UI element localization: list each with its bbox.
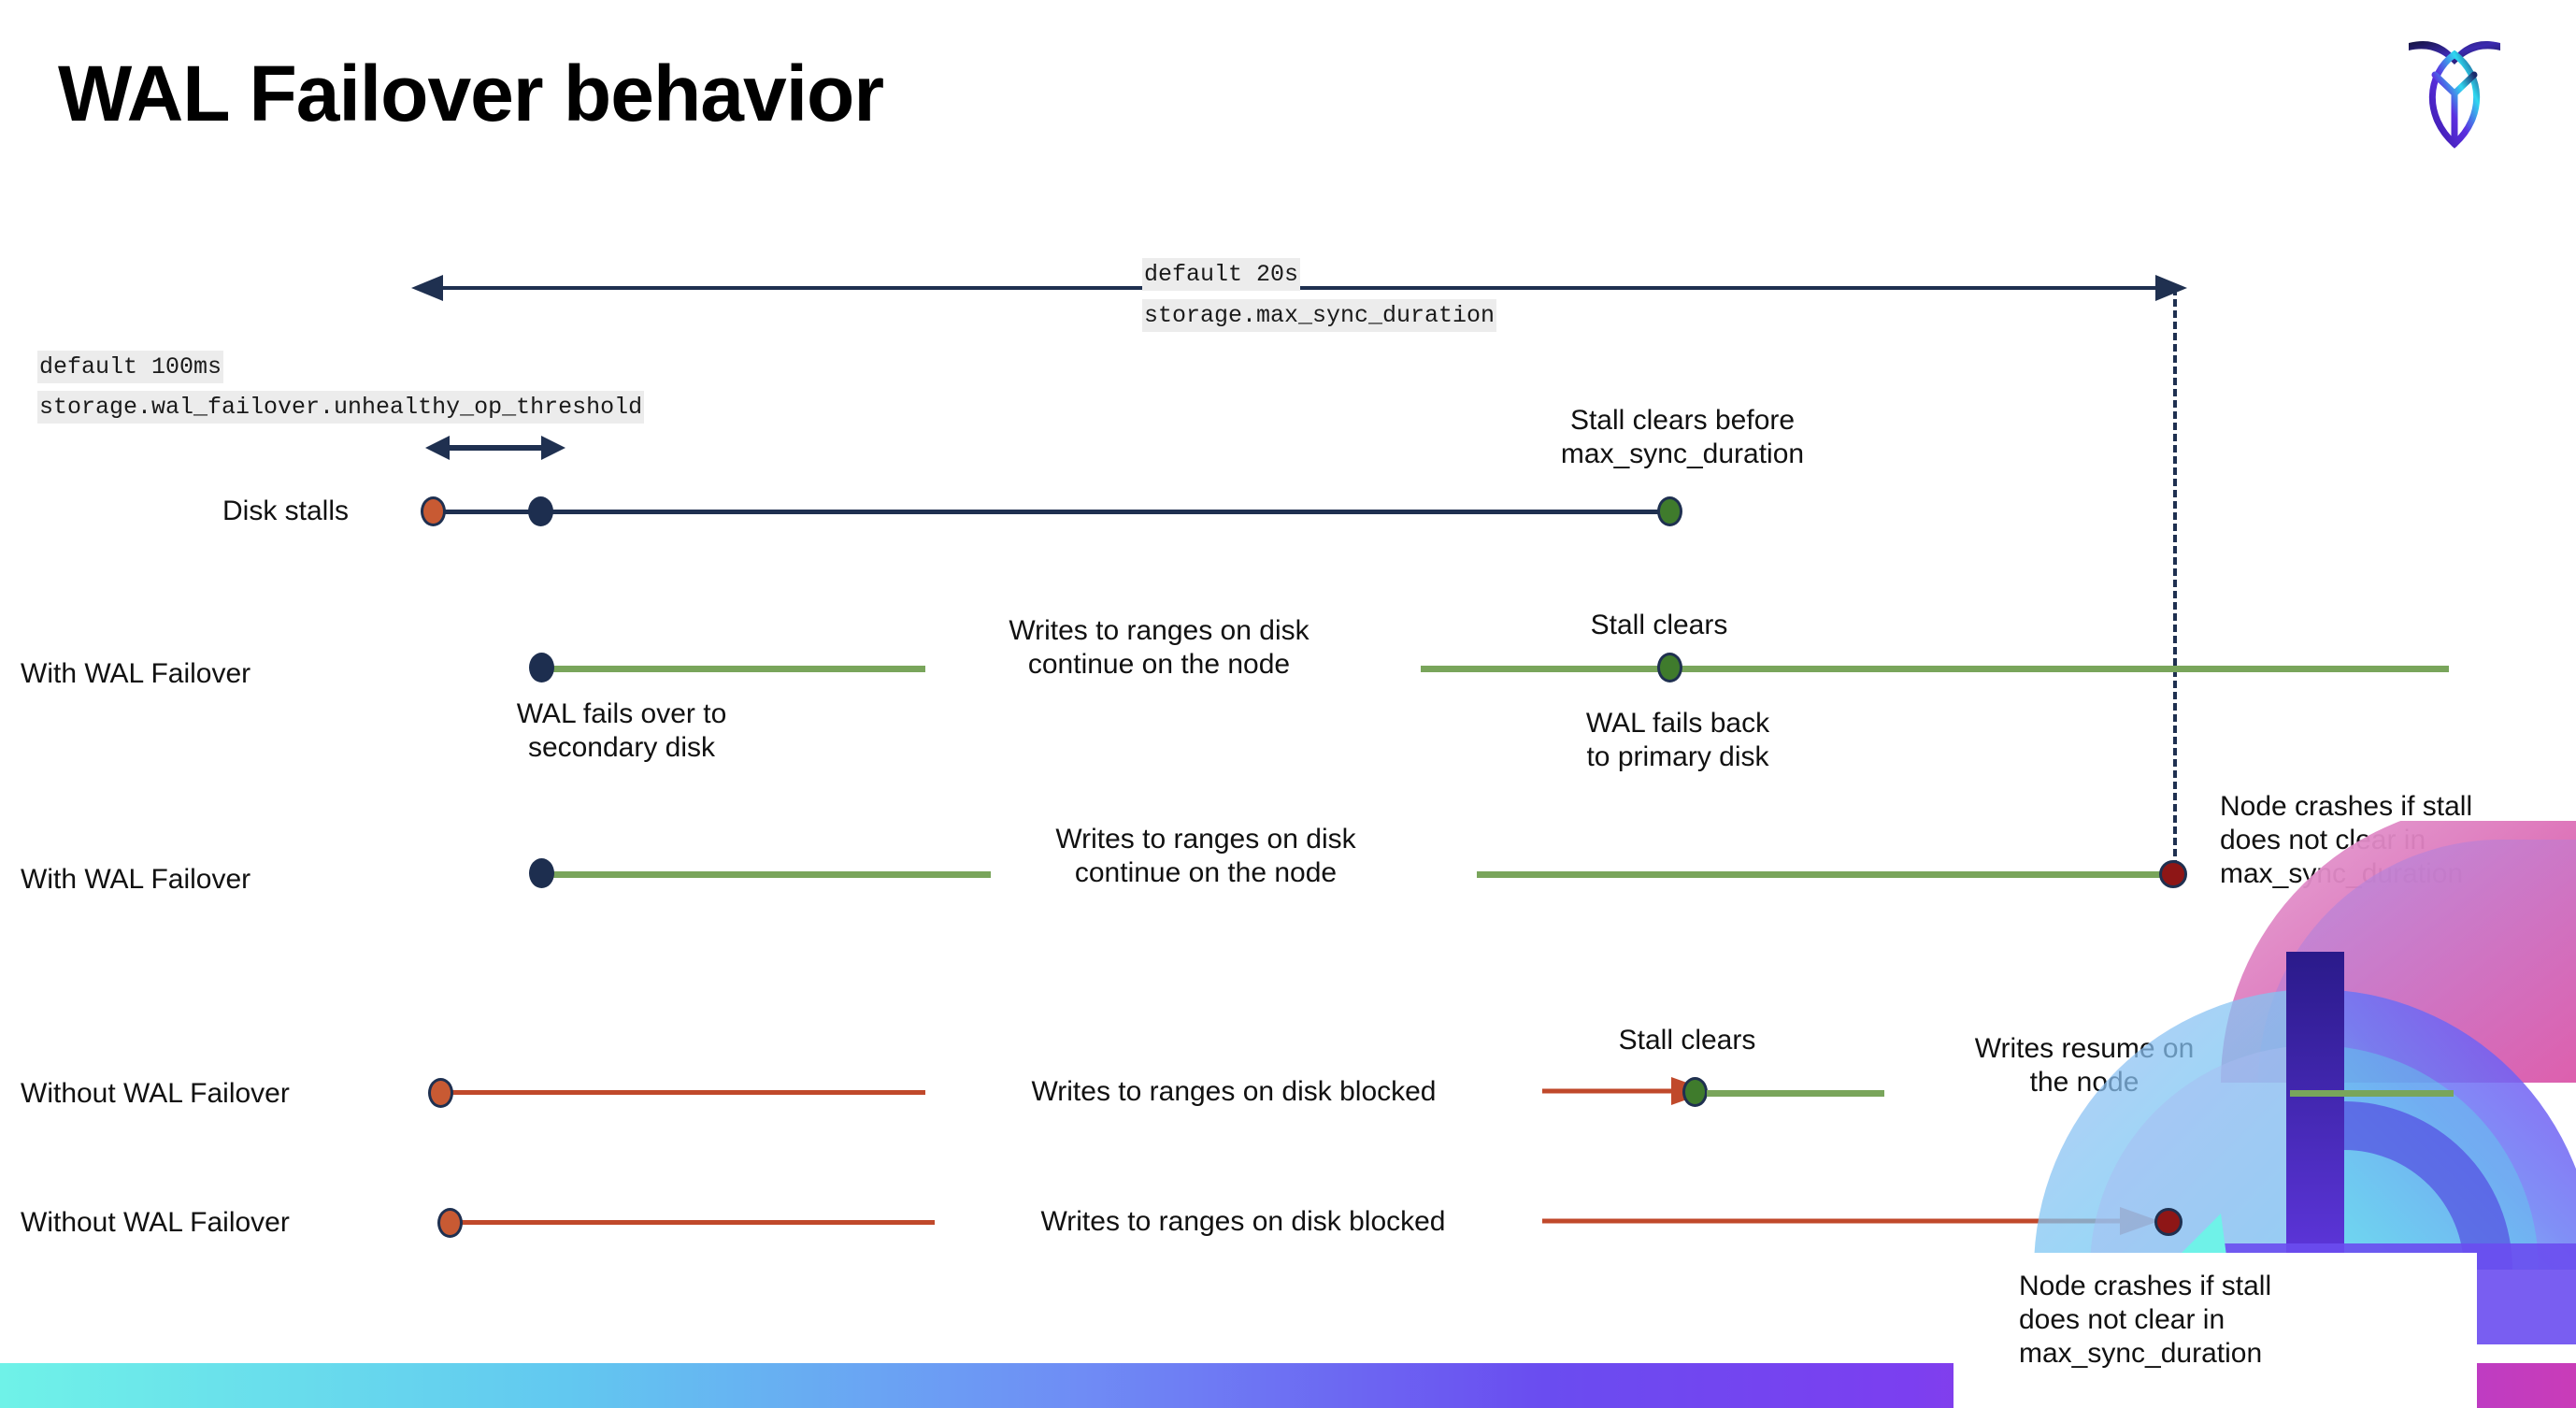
- note-writes-blocked-1: Writes to ranges on disk blocked: [1031, 1076, 1437, 1107]
- disk-stalls-failover-dot: [528, 496, 553, 526]
- max-sync-dashed-guide: [2173, 288, 2177, 879]
- with-failover-2-track-left: [542, 871, 991, 878]
- note-stall-clears-before-max-sync: Stall clears before max_sync_duration: [1560, 405, 1805, 469]
- unhealthy-threshold-default-label: default 100ms: [37, 351, 224, 383]
- page-title: WAL Failover behavior: [58, 50, 884, 137]
- row-label-with-wal-failover-1: With WAL Failover: [21, 658, 251, 689]
- row-label-disk-stalls: Disk stalls: [222, 496, 350, 526]
- row-label-without-wal-failover-2: Without WAL Failover: [21, 1207, 290, 1238]
- without-failover-1-track-overlay: [2290, 1090, 2454, 1097]
- note-node-crashes-2: Node crashes if stall does not clear in …: [2019, 1271, 2272, 1369]
- disk-stalls-clear-dot: [1657, 496, 1682, 526]
- without-failover-2-track-left: [458, 1220, 935, 1225]
- max-sync-setting-label: storage.max_sync_duration: [1142, 299, 1497, 332]
- note-writes-continue-2: Writes to ranges on disk continue on the…: [1055, 824, 1356, 888]
- without-failover-1-track-mid: [1707, 1090, 1884, 1097]
- with-failover-1-clear-dot: [1657, 653, 1682, 682]
- max-sync-default-label: default 20s: [1142, 258, 1301, 291]
- note-wal-fails-over: WAL fails over to secondary disk: [516, 698, 727, 763]
- with-failover-2-crash-dot: [2159, 860, 2187, 888]
- row-label-without-wal-failover-1: Without WAL Failover: [21, 1078, 290, 1109]
- with-failover-2-track-right: [1477, 871, 2178, 878]
- note-stall-clears-2: Stall clears: [1618, 1025, 1756, 1056]
- with-failover-1-track-right: [1421, 666, 2449, 672]
- row-label-with-wal-failover-2: With WAL Failover: [21, 864, 251, 895]
- with-failover-1-failover-dot: [529, 653, 554, 682]
- unhealthy-threshold-arrow: [425, 436, 565, 460]
- with-failover-2-failover-dot: [529, 858, 554, 888]
- without-failover-2-start-dot: [437, 1208, 463, 1238]
- note-wal-fails-back: WAL fails back to primary disk: [1585, 708, 1770, 772]
- note-stall-clears-1: Stall clears: [1590, 610, 1728, 640]
- note-node-crashes-1: Node crashes if stall does not clear in …: [2220, 791, 2473, 889]
- unhealthy-threshold-setting-label: storage.wal_failover.unhealthy_op_thresh…: [37, 391, 645, 424]
- without-failover-2-crash-arrow: [1542, 1207, 2159, 1235]
- node-crash-callout: Node crashes if stall does not clear in …: [1953, 1253, 2477, 1408]
- disk-stalls-track: [439, 510, 1673, 514]
- without-failover-1-start-dot: [428, 1078, 453, 1108]
- cockroachdb-logo-icon: [2403, 26, 2506, 152]
- disk-stalls-start-dot: [421, 496, 446, 526]
- without-failover-1-clear-dot: [1682, 1077, 1708, 1107]
- note-writes-continue-1: Writes to ranges on disk continue on the…: [1009, 615, 1309, 680]
- note-writes-blocked-2: Writes to ranges on disk blocked: [1040, 1206, 1446, 1237]
- without-failover-2-crash-dot: [2154, 1208, 2182, 1236]
- with-failover-1-track-left: [542, 666, 925, 672]
- without-failover-1-track-left: [449, 1090, 925, 1095]
- note-writes-resume: Writes resume on the node: [1974, 1033, 2195, 1098]
